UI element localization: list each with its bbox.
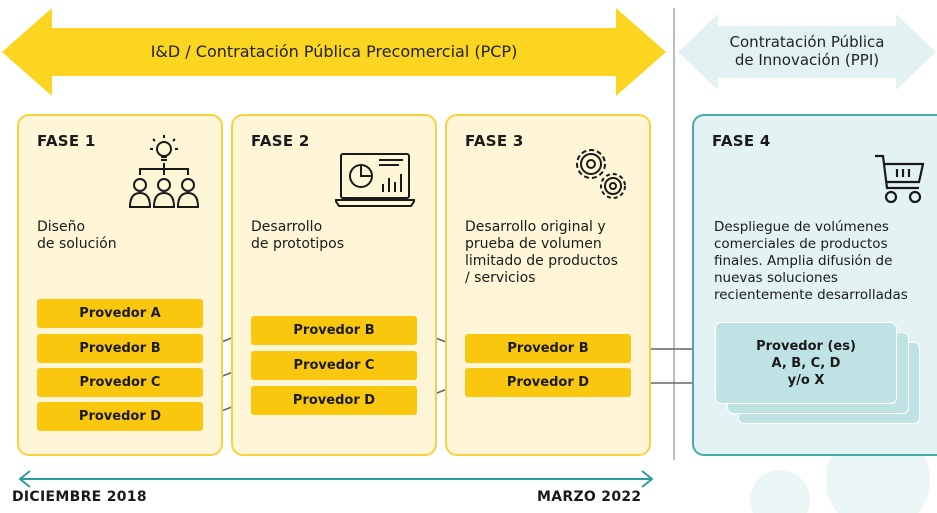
phase-4-provider-line1: Provedor (es)	[756, 338, 856, 354]
phase-1-provider-b: Provedor B	[37, 334, 203, 363]
phase-1-description: Diseño de solución	[37, 219, 117, 252]
phase-3-provider-b: Provedor B	[465, 334, 631, 363]
phase-4-provider-card: Provedor (es) A, B, C, D y/o X	[715, 322, 897, 404]
phase-2-title: FASE 2	[251, 132, 310, 150]
phase-2-provider-d: Provedor D	[251, 386, 417, 415]
monitor-chart-icon	[335, 153, 415, 207]
phase-4-title: FASE 4	[712, 132, 771, 150]
phase-3-title: FASE 3	[465, 132, 524, 150]
phase-2-description: Desarrollo de prototipos	[251, 219, 345, 252]
phase-4-provider-line3: y/o X	[787, 372, 825, 388]
phase-1-provider-c: Provedor C	[37, 368, 203, 397]
phase-1-provider-d: Provedor D	[37, 402, 203, 431]
phase-2-provider-c: Provedor C	[251, 351, 417, 380]
ppi-banner-line1: Contratación Pública	[729, 33, 885, 51]
ppi-banner-arrow	[678, 14, 936, 90]
phase-4-description: Despliegue de volúmenes comerciales de p…	[714, 219, 908, 303]
timeline-end-date: MARZO 2022	[537, 489, 642, 505]
phase-3-panel: FASE 3 Desarrollo original y prueba de v…	[445, 114, 651, 456]
pcp-banner-arrow	[2, 8, 666, 96]
phase-4-provider-line2: A, B, C, D	[771, 355, 841, 371]
ppi-banner-line2: de Innovación (PPI)	[734, 51, 880, 69]
ppi-banner-label: Contratación Pública de Innovación (PPI)	[718, 33, 896, 69]
timeline-start-date: DICIEMBRE 2018	[12, 489, 147, 505]
phase-1-title: FASE 1	[37, 132, 96, 150]
timeline-arrow	[18, 470, 654, 488]
shopping-cart-icon	[875, 154, 925, 204]
team-idea-icon	[128, 135, 200, 208]
phase-3-provider-d: Provedor D	[465, 368, 631, 397]
pcp-banner-label: I&D / Contratación Pública Precomercial …	[150, 42, 518, 61]
gears-icon	[576, 149, 626, 199]
phase-1-provider-a: Provedor A	[37, 299, 203, 328]
phase-3-description: Desarrollo original y prueba de volumen …	[465, 219, 618, 286]
phase-2-provider-b: Provedor B	[251, 316, 417, 345]
